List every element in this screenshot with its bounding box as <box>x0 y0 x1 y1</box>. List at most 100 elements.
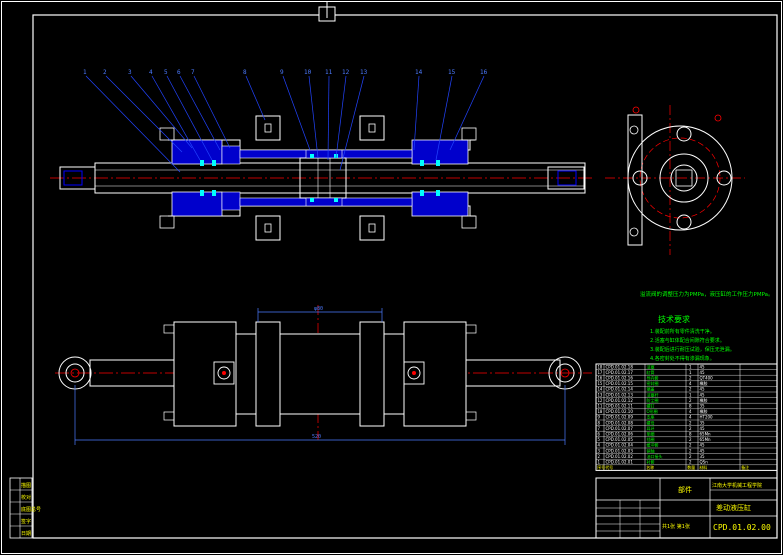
bom-cell: 2 <box>689 454 692 459</box>
bom-cell: 45 <box>700 426 706 431</box>
bom-row-index: 3 <box>598 448 601 453</box>
bom-cell: 2 <box>689 443 692 448</box>
bom-cell: 1 <box>689 392 692 397</box>
bom-cell: 45 <box>700 392 706 397</box>
tech-notes: 溢流阀的调整压力为PMPa，液压缸的工作压力PMPa。 技术要求 1.装配前所有… <box>640 290 774 362</box>
bom-cell: 2 <box>689 460 692 465</box>
bom-cell: 45 <box>700 443 706 448</box>
stamp-cell-1: 校对 <box>21 494 31 501</box>
bom-cell: CPD.01.02.14 <box>606 387 634 392</box>
bom-cell: CPD.01.02.03 <box>606 448 634 453</box>
bom-cell: 缸筒 <box>647 369 655 375</box>
bom-row-index: 11 <box>598 404 603 409</box>
section-view: 1 2 3 4 5 6 7 8 9 10 11 12 13 14 15 16 <box>50 69 592 241</box>
bom-cell: 2 <box>689 387 692 392</box>
dim-phi80: φ80 <box>314 306 323 312</box>
bom-cell: 端盖 <box>647 386 655 392</box>
bom-header-cell: 代号 <box>605 464 613 470</box>
balloon-13: 13 <box>360 69 368 76</box>
bom-cell: 65Mn <box>700 432 712 437</box>
bom-cell: 导向套 <box>647 375 659 381</box>
bom-row-index: 7 <box>598 426 601 431</box>
bom-cell: 橡胶 <box>700 397 708 403</box>
bom-cell: 8 <box>689 404 692 409</box>
balloon-12: 12 <box>342 69 350 76</box>
bom-row-index: 1 <box>598 460 601 465</box>
bom-cell: CPD.01.02.08 <box>606 420 634 425</box>
bom-cell: CPD.01.02.10 <box>606 409 634 414</box>
balloon-11: 11 <box>325 69 333 76</box>
dim-520: 520 <box>312 434 321 440</box>
bom-cell: 1 <box>689 364 692 369</box>
bom-row-index: 4 <box>598 443 601 448</box>
bom-cell: CPD.01.02.07 <box>606 426 634 431</box>
stamp-cell-0: 描图 <box>21 482 31 489</box>
bom-cell: O形圈 <box>647 408 658 414</box>
bom-header-cell: 序号 <box>597 464 605 470</box>
bom-cell: 缓冲套 <box>647 442 659 448</box>
bom-row-index: 2 <box>598 454 601 459</box>
bom-cell: 销轴 <box>647 447 655 453</box>
bom-cell: CPD.01.02.13 <box>606 392 634 397</box>
bom-cell: 螺钉 <box>647 403 655 409</box>
bom-header-cell: 数量 <box>687 464 695 470</box>
balloon-6: 6 <box>177 69 181 76</box>
balloon-15: 15 <box>448 69 456 76</box>
bom-row-index: 16 <box>598 376 603 381</box>
bom-cell: 8 <box>689 432 692 437</box>
balloon-16: 16 <box>480 69 488 76</box>
bom-row-index: 18 <box>598 364 603 369</box>
bom-cell: 支座 <box>647 414 655 420</box>
plan-view: φ80 520 <box>55 305 592 445</box>
bom-cell: 2 <box>689 448 692 453</box>
bom-cell: CPD.01.02.18 <box>606 364 634 369</box>
bom-cell: 2 <box>689 437 692 442</box>
bom-cell: 45 <box>700 364 706 369</box>
balloon-3: 3 <box>128 69 132 76</box>
bom-cell: 45 <box>700 448 706 453</box>
assembly-name: 差动液压缸 <box>716 503 751 512</box>
bom-row-index: 13 <box>598 392 603 397</box>
balloon-14: 14 <box>415 69 423 76</box>
title-block-label: 部件 <box>678 485 692 494</box>
bom-cell: 35 <box>700 454 706 459</box>
bom-row-index: 8 <box>598 420 601 425</box>
bom-header-cell: 备注 <box>741 464 749 470</box>
bom-cell: 活塞杆 <box>647 391 659 397</box>
bom-cell: 2 <box>689 376 692 381</box>
bom-cell: 35 <box>700 404 706 409</box>
bom-cell: CPD.01.02.09 <box>606 415 634 420</box>
bom-cell: QT400 <box>700 376 714 381</box>
balloon-7: 7 <box>191 69 195 76</box>
tech-item-3: 3.装配后进行耐压试验，保压无泄漏。 <box>650 346 735 353</box>
bom-cell: CPD.01.02.15 <box>606 381 634 386</box>
left-stamp: 描图 校对 底图总号 签字 日期 <box>9 477 41 539</box>
bom-row-index: 9 <box>598 415 601 420</box>
title-block: 部件 江南大学机械工程学院 差动液压缸 共1张 第1张 CPD.01.02.00 <box>595 477 778 539</box>
bom-row-index: 5 <box>598 437 601 442</box>
balloon-4: 4 <box>149 69 153 76</box>
stamp-cell-3: 签字 <box>21 518 31 525</box>
sheet-label: 共1张 第1张 <box>662 523 690 530</box>
balloon-2: 2 <box>103 69 107 76</box>
bom-cell: 橡胶 <box>700 408 708 414</box>
bom-row-index: 15 <box>598 381 603 386</box>
tech-item-4: 4.各密封处不得有渗漏现象。 <box>650 355 715 362</box>
balloon-9: 9 <box>280 69 284 76</box>
bom-cell: 35 <box>700 420 706 425</box>
tech-title: 技术要求 <box>658 314 690 324</box>
bom-cell: 活塞 <box>647 363 655 369</box>
bom-cell: 防尘圈 <box>647 397 659 403</box>
bom-cell: CPD.01.02.06 <box>606 432 634 437</box>
stamp-cell-4: 日期 <box>21 531 31 537</box>
bom-cell: 螺母 <box>647 419 655 425</box>
bom-cell: 1 <box>689 370 692 375</box>
balloon-10: 10 <box>304 69 312 76</box>
bom-cell: CPD.01.02.11 <box>606 404 634 409</box>
balloon-5: 5 <box>164 69 168 76</box>
bom-cell: CPD.01.02.05 <box>606 437 634 442</box>
bom-row-index: 14 <box>598 387 603 392</box>
tech-header-note: 溢流阀的调整压力为PMPa，液压缸的工作压力PMPa。 <box>640 290 774 298</box>
